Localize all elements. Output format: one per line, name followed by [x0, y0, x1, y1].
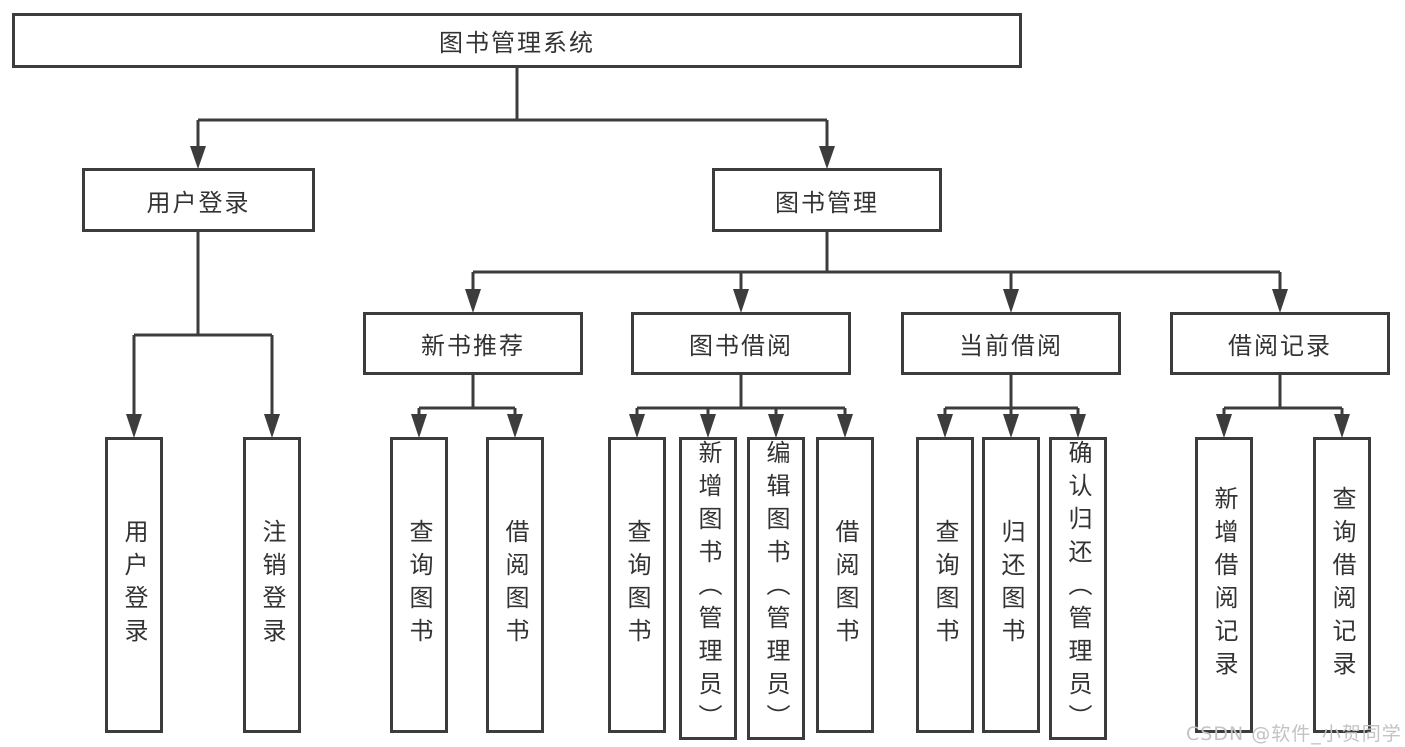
leaf-borrow-books-borrowing: 借阅图书	[816, 437, 874, 733]
connector-records-children	[1216, 375, 1350, 438]
connector-borrowing-children	[629, 375, 853, 438]
leaf-user-login: 用户登录	[105, 437, 163, 733]
connector-root-to-level2	[190, 68, 835, 169]
leaf-add-book-admin: 新增图书（管理员）	[679, 437, 737, 740]
connector-current-children	[937, 375, 1086, 438]
connector-book-mgmt-to-level3	[465, 232, 1288, 313]
leaf-logout: 注销登录	[243, 437, 301, 733]
connector-newbook-children	[411, 375, 523, 438]
leaf-query-borrow-record: 查询借阅记录	[1313, 437, 1371, 733]
node-book-management: 图书管理	[712, 168, 942, 232]
leaf-borrow-books-recommend: 借阅图书	[486, 437, 544, 733]
leaf-edit-book-admin: 编辑图书（管理员）	[747, 437, 805, 740]
leaf-confirm-return-admin: 确认归还（管理员）	[1049, 437, 1107, 740]
leaf-return-book: 归还图书	[982, 437, 1040, 733]
node-borrowing-records: 借阅记录	[1170, 312, 1390, 375]
node-book-borrowing: 图书借阅	[631, 312, 851, 375]
leaf-query-books-recommend: 查询图书	[390, 437, 448, 733]
leaf-query-books-current: 查询图书	[916, 437, 974, 733]
leaf-add-borrow-record: 新增借阅记录	[1195, 437, 1253, 733]
leaf-query-books-borrowing: 查询图书	[608, 437, 666, 733]
node-library-management-system: 图书管理系统	[12, 13, 1022, 68]
node-new-book-recommendation: 新书推荐	[363, 312, 583, 375]
watermark-text: CSDN @软件_小贺同学	[1186, 723, 1402, 745]
connector-user-login-children	[126, 232, 280, 438]
node-current-borrowing: 当前借阅	[901, 312, 1121, 375]
node-user-login: 用户登录	[82, 168, 315, 232]
